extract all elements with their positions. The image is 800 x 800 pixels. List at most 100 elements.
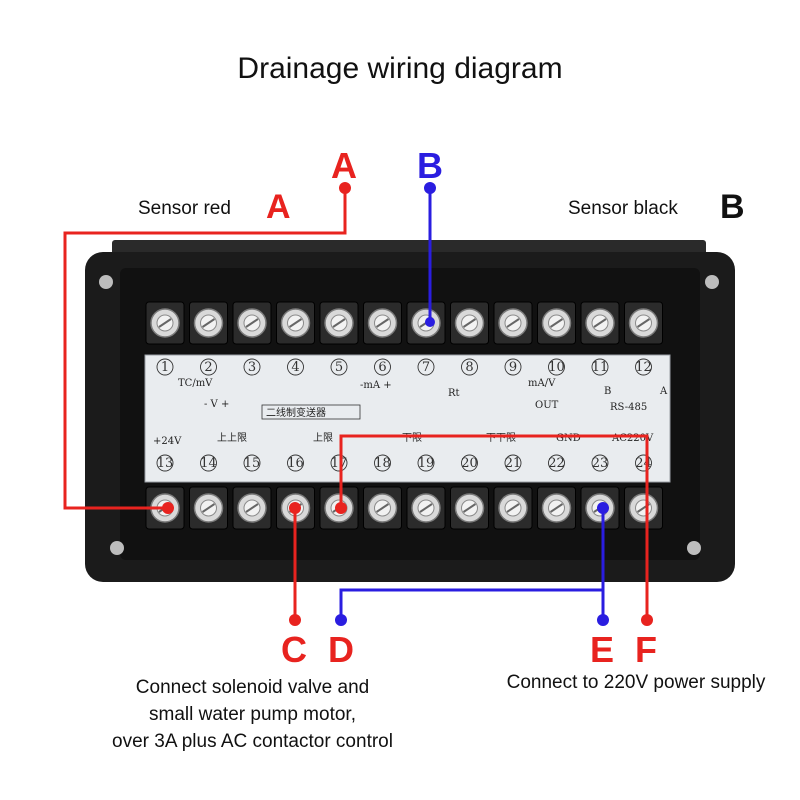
caption-left: Connect solenoid valve and small water p… [70,674,435,755]
terminal-screw-19 [406,486,446,530]
terminal-number-19: 19 [418,456,435,471]
terminal-number-ring [287,454,304,472]
terminal-screw-4 [276,301,315,345]
sensor-red-label: Sensor red [138,198,231,219]
terminal-number-ring [156,358,174,376]
terminal-number-ring [635,358,652,376]
caption-left-line-2: small water pump motor, [149,704,356,725]
caption-left-line-1: Connect solenoid valve and [135,677,370,698]
gnd-mark: GND [556,433,581,444]
terminal-number-ring [548,454,565,472]
a-mark: A [659,386,668,397]
lower-mark: 下限 [402,432,422,444]
terminal-number-8: 8 [465,360,473,375]
terminal-screw-5 [319,301,359,345]
wire-c [289,502,301,626]
terminal-number-ring [504,454,522,472]
wire-e [597,590,609,626]
terminal-number-ring [374,358,391,376]
caption-right: Connect to 220V power supply [506,672,766,693]
terminal-number-ring [374,454,391,472]
upper-mark: 上限 [313,432,333,444]
wire-label-e: E [590,629,615,670]
terminal-number-11: 11 [592,360,609,375]
terminal-number-16: 16 [287,456,304,471]
terminal-number-9: 9 [509,360,517,375]
terminal-number-4: 4 [291,360,299,375]
ma-mark: -mA + [360,380,392,391]
terminal-number-6: 6 [378,360,386,375]
plus-24v-mark: +24V [153,436,182,447]
rt-mark: Rt [448,388,460,399]
terminal-screw-9 [493,301,533,345]
terminal-number-23: 23 [592,456,609,471]
terminal-number-ring [243,358,261,376]
terminal-number-13: 13 [157,456,174,471]
terminal-screw-2 [189,301,228,345]
wire-label-a: A [331,145,357,186]
caption-left-line-3: over 3A plus AC contactor control [112,731,393,752]
sensor-black-label: Sensor black [568,198,678,219]
terminal-screw-24 [624,486,663,530]
terminal-number-15: 15 [244,456,261,471]
terminal-number-ring [417,358,435,376]
terminal-screw-18 [363,486,402,530]
screw-icon [110,541,124,555]
terminal-screw-15 [232,486,272,530]
out-mark: OUT [535,400,559,411]
terminal-number-7: 7 [422,360,430,375]
terminal-number-24: 24 [635,456,652,471]
screw-icon [687,541,701,555]
wire-label-d: D [328,629,354,670]
tc-mv-mark: TC/mV [178,378,213,389]
terminal-number-ring [591,358,609,376]
terminal-number-ring [243,454,261,472]
v-mark: - V + [204,399,229,410]
terminal-number-22: 22 [548,456,565,471]
sensor-red-letter: A [266,188,291,226]
terminal-screw-10 [537,301,576,345]
terminal-screw-21 [493,486,533,530]
terminal-number-3: 3 [248,360,256,375]
terminal-number-12: 12 [635,360,652,375]
terminal-number-ring [504,358,522,376]
terminal-screw-8 [450,301,489,345]
terminal-number-14: 14 [200,456,217,471]
terminal-screw-22 [537,486,576,530]
terminal-screw-3 [232,301,272,345]
terminal-number-ring [548,358,565,376]
upper-upper-mark: 上上限 [217,432,247,444]
wire-label-c: C [281,629,307,670]
terminal-number-ring [461,358,478,376]
screw-icon [705,275,719,289]
terminal-screw-11 [580,301,620,345]
terminal-number-ring [287,358,304,376]
wire-label-b: B [417,145,443,186]
ac220v-mark: AC220V [611,433,654,444]
wire-d [335,502,609,626]
ma-v-mark: mA/V [528,378,556,389]
terminal-number-ring [330,358,348,376]
lower-lower-mark: 下下限 [486,432,516,444]
diagram-title: Drainage wiring diagram [237,52,563,85]
terminal-screw-20 [450,486,489,530]
sensor-black-letter: B [720,188,745,226]
terminal-screw-6 [363,301,402,345]
terminal-number-ring [417,454,435,472]
b-mark: B [604,386,611,397]
bottom-terminal-row [145,486,663,530]
terminal-screw-14 [189,486,228,530]
terminal-number-18: 18 [374,456,391,471]
terminal-number-ring [200,454,217,472]
terminal-number-ring [200,358,217,376]
terminal-number-ring [330,454,348,472]
wire-f [335,434,653,626]
terminal-number-21: 21 [505,456,522,471]
terminal-number-ring [156,454,174,472]
terminal-number-ring [591,454,609,472]
wire-a [63,182,351,514]
wire-b [424,182,436,327]
terminal-number-ring [635,454,652,472]
